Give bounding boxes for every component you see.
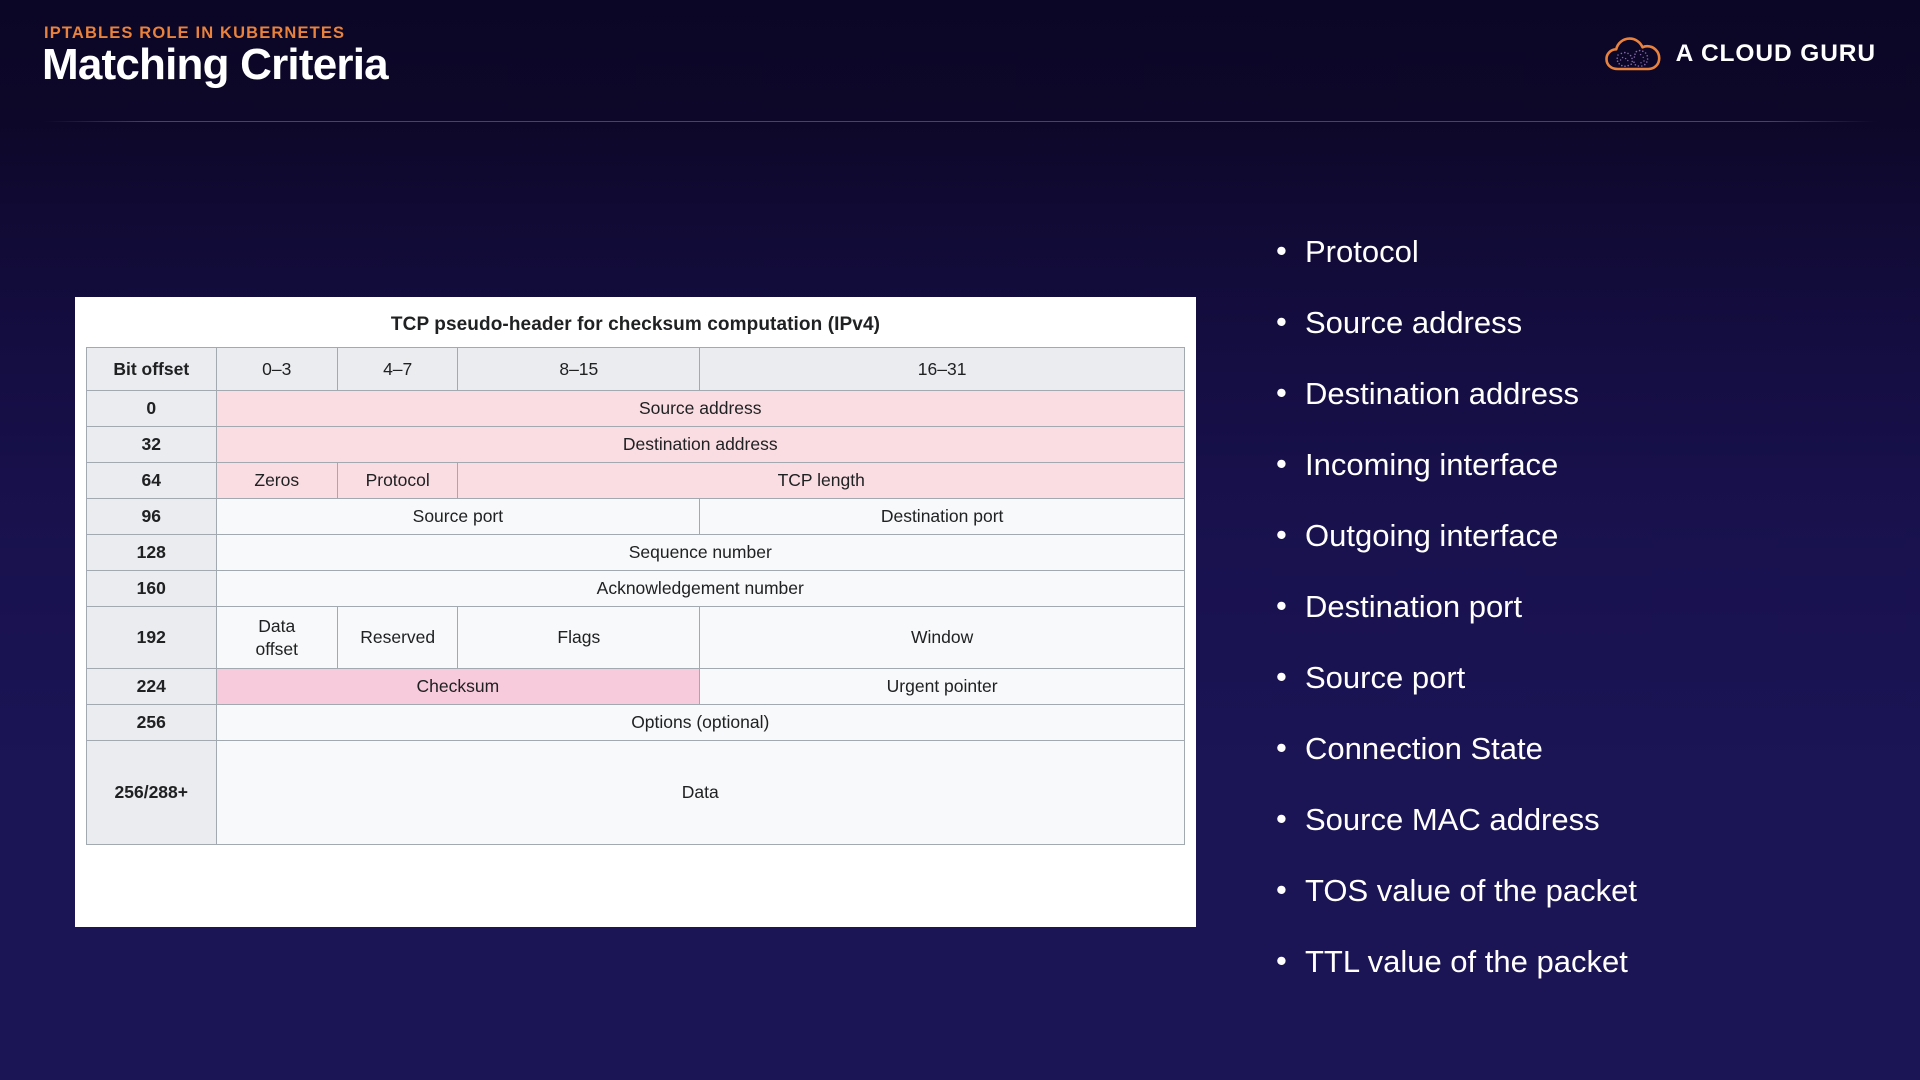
header-eyebrow: IPTABLES ROLE IN KUBERNETES [44,24,346,42]
field-cell: Urgent pointer [699,668,1185,705]
criteria-list-item: TTL value of the packet [1276,945,1876,977]
field-cell: TCP length [457,462,1185,499]
column-header-0-3: 0–3 [215,347,338,391]
matching-criteria-list: ProtocolSource addressDestination addres… [1276,235,1876,977]
field-cell: Reserved [336,606,459,669]
bit-offset-cell: 256/288+ [86,740,217,845]
column-header-16-31: 16–31 [699,347,1185,391]
bit-offset-cell: 128 [86,534,217,571]
field-cell: Checksum [215,668,701,705]
bit-offset-cell: 96 [86,498,217,535]
field-cell: Source address [215,390,1186,427]
field-cell: Destination port [699,498,1185,535]
column-header-8-15: 8–15 [457,347,701,391]
criteria-list-item: Source MAC address [1276,803,1876,835]
table-header-row: Bit offset 0–3 4–7 8–15 16–31 [86,347,1185,391]
criteria-list-item: Source address [1276,306,1876,338]
field-cell: Window [699,606,1185,669]
tcp-header-diagram-card: TCP pseudo-header for checksum computati… [75,297,1196,927]
field-cell: Acknowledgement number [215,570,1186,607]
criteria-list-item: Connection State [1276,732,1876,764]
field-cell: Protocol [336,462,459,499]
bit-offset-cell: 64 [86,462,217,499]
criteria-list-item: Incoming interface [1276,448,1876,480]
table-row: 256/288+Data [86,740,1186,845]
brand-name: A CLOUD GURU [1675,40,1876,67]
cloud-icon [1604,37,1661,71]
bit-offset-cell: 32 [86,426,217,463]
field-cell: Flags [457,606,701,669]
field-cell: Zeros [215,462,338,499]
criteria-list-item: Source port [1276,661,1876,693]
bit-offset-cell: 192 [86,606,217,669]
field-cell: Options (optional) [215,704,1186,741]
field-cell: Source port [215,498,701,535]
criteria-list-item: Destination address [1276,377,1876,409]
bit-offset-cell: 0 [86,390,217,427]
slide-header: IPTABLES ROLE IN KUBERNETES Matching Cri… [0,0,1920,122]
bit-offset-cell: 224 [86,668,217,705]
column-header-bit-offset: Bit offset [86,347,217,391]
field-cell: Sequence number [215,534,1186,571]
page-title: Matching Criteria [42,40,389,89]
criteria-list-item: Destination port [1276,590,1876,622]
criteria-list-item: Outgoing interface [1276,519,1876,551]
bit-offset-cell: 256 [86,704,217,741]
criteria-list-item: TOS value of the packet [1276,874,1876,906]
bit-offset-cell: 160 [86,570,217,607]
criteria-list-item: Protocol [1276,235,1876,267]
header-divider [44,121,1876,122]
field-cell: Destination address [215,426,1186,463]
brand-logo: A CLOUD GURU [1604,32,1876,76]
table-head: Bit offset 0–3 4–7 8–15 16–31 [86,347,1185,391]
field-cell: Data [215,740,1186,845]
column-header-4-7: 4–7 [336,347,459,391]
table-caption: TCP pseudo-header for checksum computati… [390,314,881,335]
